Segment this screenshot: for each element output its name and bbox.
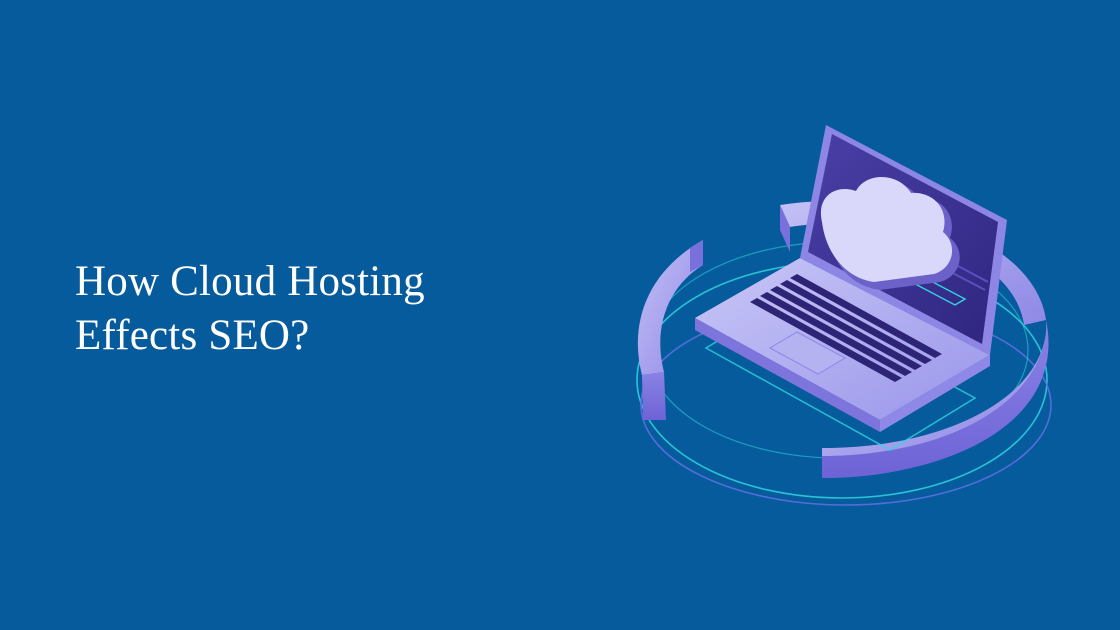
cloud-icon — [820, 176, 960, 290]
laptop-icon — [695, 125, 1007, 451]
title-line-2: Effects SEO? — [75, 312, 310, 359]
keyboard-area — [750, 274, 942, 382]
title-line-1: How Cloud Hosting — [75, 258, 425, 305]
page-title: How Cloud Hosting Effects SEO? — [75, 255, 425, 363]
cloud-laptop-illustration — [636, 125, 1052, 506]
